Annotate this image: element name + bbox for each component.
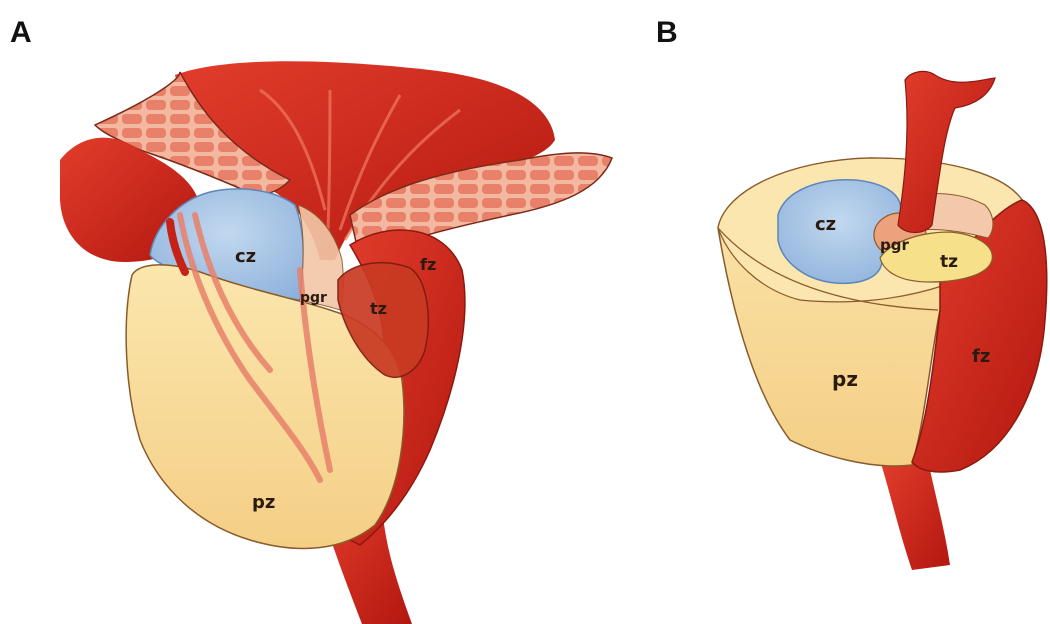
panel-b-label-cz: cz bbox=[815, 214, 836, 235]
panel-a-label-pz: pz bbox=[252, 492, 275, 513]
panel-a-label-fz: fz bbox=[420, 255, 436, 274]
panel-b-label-tz: tz bbox=[940, 252, 958, 272]
panel-b-letter: B bbox=[656, 16, 678, 49]
panel-b-label-pgr: pgr bbox=[880, 236, 909, 254]
panel-a-label-pgr: pgr bbox=[300, 290, 327, 306]
panel-b-label-fz: fz bbox=[972, 346, 990, 367]
panel-a: A cz pgr tz fz pz bbox=[10, 16, 612, 624]
panel-b-label-pz: pz bbox=[832, 367, 858, 391]
panel-a-label-tz: tz bbox=[370, 299, 387, 318]
panel-b: B cz pgr tz fz pz bbox=[656, 16, 1047, 570]
panel-a-letter: A bbox=[10, 16, 32, 49]
panel-a-label-cz: cz bbox=[235, 246, 256, 267]
panel-b-urethra-lower bbox=[880, 460, 950, 570]
